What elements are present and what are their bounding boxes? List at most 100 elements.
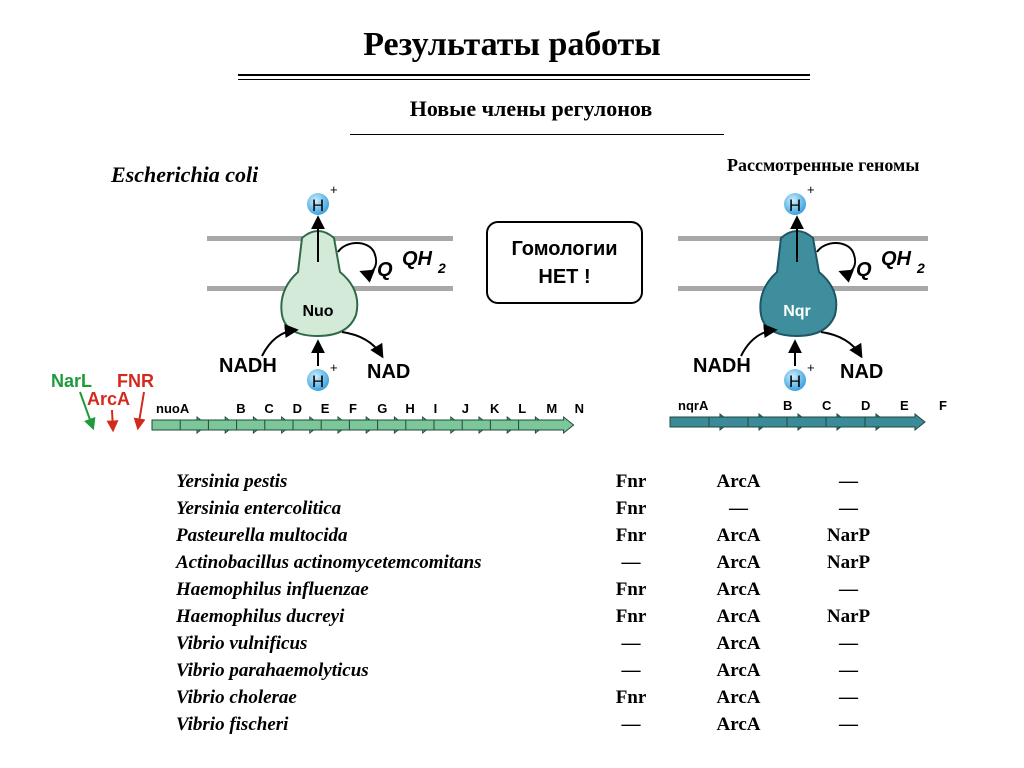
nadh-label-right: NADH [693, 355, 751, 377]
gene-label: F [939, 398, 947, 413]
arca-cell: — [729, 497, 748, 519]
gene-label: D [861, 398, 870, 413]
quinol-label-right: QH [881, 248, 912, 270]
nqr-complex-shape [759, 230, 838, 338]
regulator-arca-label: ArcA [87, 389, 130, 409]
gene-label: I [434, 401, 438, 416]
regulator-narl-label: NarL [51, 371, 92, 391]
subtitle-underline [350, 134, 724, 135]
nuo-complex-group: H + Nuo Q QH 2 H + NADH NAD [207, 182, 453, 391]
narp-cell: — [839, 659, 858, 681]
gene-label: D [293, 401, 302, 416]
gene-label: E [321, 401, 330, 416]
proton-icon-top-right [784, 193, 806, 215]
table-row: Actinobacillus actinomycetemcomitans — Arc… [176, 549, 896, 576]
nuo-complex-label: Nuo [302, 303, 333, 320]
regulator-narl-arrow [79, 391, 96, 431]
regulators-group: NarL ArcA FNR [51, 371, 154, 433]
proton-icon-bottom-right [784, 369, 806, 391]
proton-label-top-right: H [789, 196, 801, 215]
fnr-cell: — [621, 632, 641, 654]
nadh-arrow-left [261, 324, 299, 357]
proton-sup-bottom-left: + [330, 360, 338, 375]
gene-label: nuoA [156, 401, 190, 416]
gene-label: L [518, 401, 526, 416]
slide-subtitle: Новые члены регулонов [409, 96, 653, 121]
no-homology-line1: Гомологии [511, 237, 618, 260]
quinone-loop-left [337, 242, 378, 283]
nad-label-right: NAD [840, 361, 883, 383]
quinone-label-left: Q [377, 259, 393, 281]
regulator-fnr-label: FNR [117, 371, 154, 391]
narp-cell: NarP [826, 551, 871, 573]
organism-name: Vibrio fischeri [176, 713, 289, 735]
nad-arrow-left [341, 331, 384, 359]
gene-label: B [783, 398, 792, 413]
title-underline-thick [238, 74, 810, 76]
no-homology-line2: НЕТ ! [538, 265, 591, 288]
arca-cell: ArcA [716, 524, 761, 546]
organism-name: Pasteurella multocida [176, 524, 348, 546]
quinone-label-right: Q [856, 259, 872, 281]
arca-cell: ArcA [716, 551, 761, 573]
narp-cell: NarP [826, 605, 871, 627]
narp-cell: — [839, 713, 858, 735]
nad-label-left: NAD [367, 361, 410, 383]
gene-arrow [864, 412, 926, 432]
regulator-fnr-arrow [133, 391, 146, 431]
gene-label: H [405, 401, 414, 416]
organism-name: Yersinia pestis [176, 470, 288, 492]
nqr-complex-label: Nqr [783, 303, 811, 320]
nadh-label-left: NADH [219, 355, 277, 377]
fnr-cell: Fnr [615, 524, 647, 546]
gene-label: J [462, 401, 469, 416]
genomes-label: Рассмотренные геномы [727, 155, 920, 175]
organism-name: Actinobacillus actinomycetemcomitans [176, 551, 482, 573]
fnr-cell: — [621, 551, 641, 573]
proton-sup-bottom-right: + [807, 360, 815, 375]
gene-label: C [264, 401, 274, 416]
gene-label: E [900, 398, 909, 413]
quinol-sub-right: 2 [916, 260, 925, 276]
narp-cell: — [839, 578, 858, 600]
organism-name: Vibrio vulnificus [176, 632, 308, 654]
gene-label: nqrA [678, 398, 709, 413]
quinol-sub-left: 2 [437, 260, 446, 276]
proton-icon-bottom-left [307, 369, 329, 391]
title-underline-thin [238, 79, 810, 80]
gene-label: K [490, 401, 500, 416]
proton-label-top-left: H [312, 196, 324, 215]
arca-cell: ArcA [716, 605, 761, 627]
gene-arrow [518, 415, 575, 435]
arca-cell: ArcA [716, 470, 761, 492]
proton-sup-top-right: + [807, 182, 815, 197]
proton-icon-top-left [307, 193, 329, 215]
slide-title: Результаты работы [363, 26, 661, 63]
proton-label-bottom-right: H [789, 372, 801, 391]
regulator-arca-arrow [106, 409, 119, 433]
fnr-cell: — [621, 659, 641, 681]
arca-cell: ArcA [716, 659, 761, 681]
quinol-label-left: QH [402, 248, 433, 270]
table-row: Vibrio parahaemolyticus—ArcA— [176, 657, 896, 684]
proton-label-bottom-left: H [312, 372, 324, 391]
organism-name: Vibrio cholerae [176, 686, 297, 708]
left-organism-label: Escherichia coli [111, 162, 259, 187]
narp-cell: — [839, 470, 858, 492]
nuo-complex-shape [280, 230, 359, 338]
narp-cell: — [839, 632, 858, 654]
arca-cell: ArcA [716, 632, 761, 654]
gene-label: N [575, 401, 584, 416]
fnr-cell: — [621, 713, 641, 735]
complex-diagram: H + Nuo Q QH 2 H + NADH NAD H + Nqr Q QH… [51, 182, 947, 435]
quinone-loop-right [816, 242, 857, 283]
gene-label: C [822, 398, 832, 413]
arca-cell: ArcA [716, 686, 761, 708]
